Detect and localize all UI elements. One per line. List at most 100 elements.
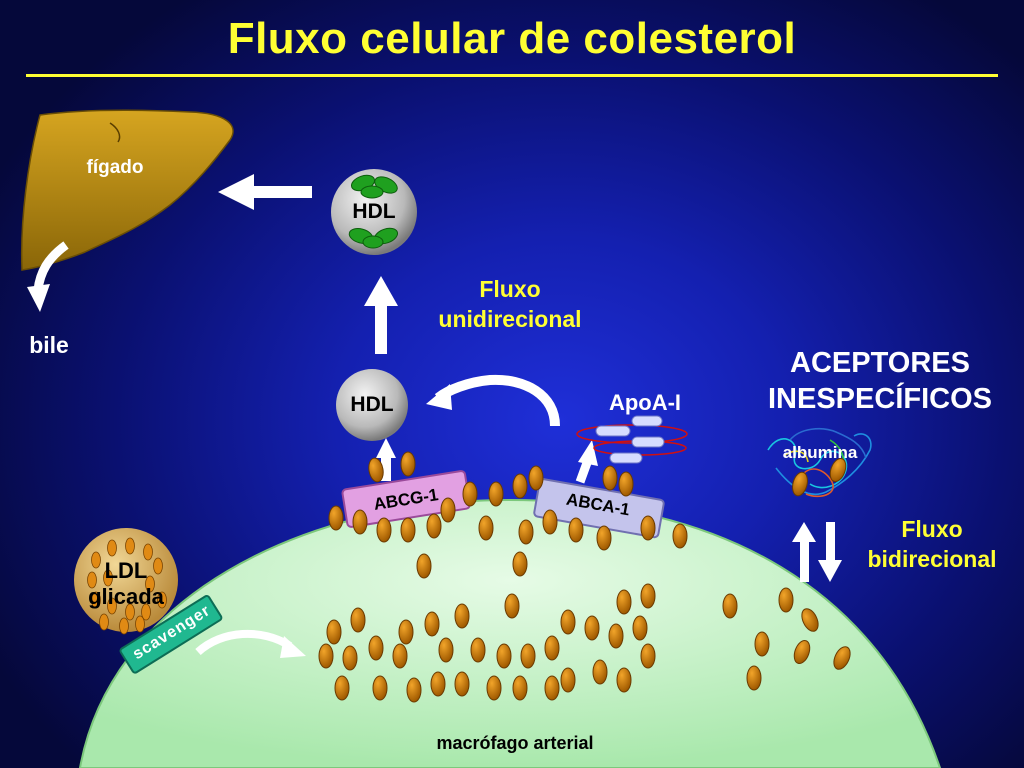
cholesterol-molecule	[350, 607, 366, 633]
ldl-cholesterol-molecule	[135, 615, 145, 633]
cholesterol-molecule	[608, 623, 624, 649]
cholesterol-molecule	[801, 608, 819, 632]
cholesterol-molecule	[406, 677, 422, 703]
bidirectional-flow-label: Fluxo bidirecional	[840, 514, 1024, 574]
ldl-cholesterol-molecule	[141, 603, 151, 621]
cholesterol-molecule	[596, 525, 612, 551]
cholesterol-molecule	[632, 615, 648, 641]
ldl-line2: glicada	[88, 584, 164, 609]
hdl-mid-label: HDL	[350, 393, 394, 416]
cholesterol-molecule	[722, 593, 738, 619]
cholesterol-molecule	[470, 637, 486, 663]
macrophage-label: macrófago arterial	[436, 733, 594, 753]
cholesterol-molecule	[592, 659, 608, 685]
cholesterol-molecule	[640, 515, 656, 541]
cholesterol-molecule	[544, 675, 560, 701]
cholesterol-molecule	[640, 643, 656, 669]
cholesterol-molecule	[318, 643, 334, 669]
ldl-cholesterol-molecule	[143, 543, 153, 561]
arrow-abcg1-to-hdl	[376, 438, 396, 481]
hdl-particle-mid	[336, 369, 408, 441]
cholesterol-molecule	[518, 519, 534, 545]
bidirectional-flow-line1: Fluxo	[901, 516, 963, 542]
cholesterol-molecule	[833, 646, 851, 670]
cholesterol-molecule	[488, 481, 504, 507]
bile-label: bile	[29, 332, 69, 358]
cholesterol-molecule	[342, 645, 358, 671]
cholesterol-molecule	[334, 675, 350, 701]
cholesterol-molecule	[372, 675, 388, 701]
cholesterol-molecule	[438, 637, 454, 663]
ldl-cholesterol-molecule	[125, 603, 135, 621]
arrow-abca1-up	[575, 440, 598, 484]
liver-label: fígado	[86, 157, 144, 178]
cholesterol-molecule	[512, 473, 528, 499]
arrow-curved-to-hdl	[434, 374, 560, 427]
ldl-cholesterol-molecule	[119, 617, 129, 635]
cholesterol-molecule	[560, 609, 576, 635]
ldl-cholesterol-molecule	[107, 597, 117, 615]
arrow-to-liver	[218, 174, 312, 210]
cholesterol-molecule	[368, 635, 384, 661]
cholesterol-molecule	[754, 631, 770, 657]
ldl-line1: LDL	[104, 558, 148, 583]
cholesterol-molecule	[326, 619, 342, 645]
cholesterol-molecule	[746, 665, 762, 691]
cholesterol-molecule	[512, 551, 528, 577]
cholesterol-molecule	[328, 505, 344, 531]
ldl-cholesterol-molecule	[145, 575, 155, 593]
cholesterol-molecule	[416, 553, 432, 579]
cholesterol-molecule	[430, 671, 446, 697]
hdl-cholesterol-cluster	[348, 174, 399, 249]
ldl-cholesterol-molecule	[87, 571, 97, 589]
unidirectional-flow-label: Fluxo unidirecional	[410, 274, 610, 334]
cholesterol-molecule	[400, 517, 416, 543]
cholesterol-molecule	[368, 457, 384, 483]
cholesterol-molecule	[792, 471, 808, 497]
acceptors-label: ACEPTORES INESPECÍFICOS	[740, 345, 1020, 417]
cholesterol-molecule	[640, 583, 656, 609]
cholesterol-molecule	[392, 643, 408, 669]
ldl-cholesterol-molecule	[153, 557, 163, 575]
cholesterol-molecule	[504, 593, 520, 619]
cholesterol-molecule	[496, 643, 512, 669]
cholesterol-molecule	[542, 509, 558, 535]
arrow-bidirectional	[792, 522, 842, 582]
arrow-up-to-hdl	[364, 276, 398, 354]
cholesterol-molecule	[398, 619, 414, 645]
cholesterol-molecules	[318, 451, 851, 703]
ldl-cholesterol-molecule	[107, 539, 117, 557]
cholesterol-molecule	[376, 517, 392, 543]
apoa1-helix	[576, 415, 688, 464]
page-title: Fluxo celular de colesterol	[227, 14, 797, 63]
acceptors-line2: INESPECÍFICOS	[768, 383, 992, 415]
cholesterol-molecule	[618, 471, 634, 497]
cholesterol-molecule	[424, 611, 440, 637]
acceptors-line1: ACEPTORES	[790, 347, 970, 379]
cholesterol-molecule	[454, 671, 470, 697]
cholesterol-molecule	[400, 451, 416, 477]
unidirectional-flow-line2: unidirecional	[438, 306, 582, 332]
ldl-cholesterol-molecule	[125, 537, 135, 555]
cholesterol-molecule	[616, 667, 632, 693]
cholesterol-molecule	[478, 515, 494, 541]
cholesterol-molecule	[426, 513, 442, 539]
apoa1-label: ApoA-I	[608, 390, 682, 415]
arrow-scavenger-inward	[195, 629, 293, 656]
cholesterol-molecule	[352, 509, 368, 535]
cholesterol-molecule	[778, 587, 794, 613]
ldl-cholesterol-molecule	[157, 591, 167, 609]
cholesterol-molecule	[512, 675, 528, 701]
cholesterol-molecule	[462, 481, 478, 507]
liver-shape	[20, 109, 234, 271]
ldl-cholesterol-molecule	[99, 613, 109, 631]
hdl-top-label: HDL	[352, 200, 396, 223]
cholesterol-molecule	[616, 589, 632, 615]
ldl-label: LDL glicada	[66, 558, 186, 610]
scavenger-receptor	[119, 595, 223, 674]
title-underline	[26, 74, 998, 77]
cholesterol-molecule	[793, 639, 811, 665]
albumin-label: albumina	[782, 443, 858, 462]
cholesterol-molecule	[560, 667, 576, 693]
